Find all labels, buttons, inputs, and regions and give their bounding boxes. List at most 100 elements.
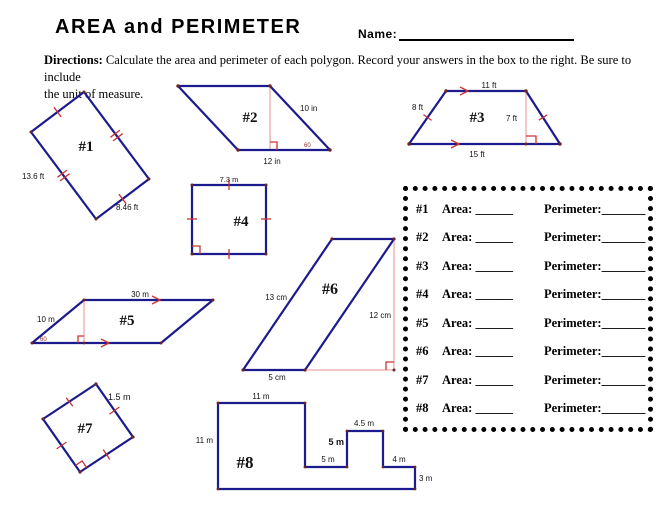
- answer-row-3: #3 Area: ______ Perimeter:_______: [416, 258, 645, 274]
- shape-8-outline: [216, 401, 417, 491]
- name-field-row: Name:: [358, 27, 575, 41]
- shape-7: #7 1.5 m: [41, 382, 135, 474]
- shape-4-tick-marks: [187, 180, 271, 259]
- directions-line1: Calculate the area and perimeter of each…: [44, 53, 632, 84]
- shape-1-number: #1: [79, 139, 94, 155]
- answer-row-5-perimeter-blank[interactable]: _______: [601, 315, 646, 330]
- shape-5-top-label: 30 m: [131, 290, 149, 299]
- shape-1-side-short-label: 8.46 ft: [116, 203, 139, 212]
- directions-text: Directions: Calculate the area and perim…: [44, 52, 644, 103]
- answer-row-8-perimeter-blank[interactable]: _______: [601, 401, 646, 416]
- answer-row-7-perimeter: Perimeter:_______: [544, 372, 646, 387]
- answer-row-6: #6 Area: ______ Perimeter:_______: [416, 344, 645, 359]
- shape-2-angle-label: 60: [304, 143, 311, 149]
- shape-3: #3 11 ft 8 ft 7 ft 15 ft: [407, 81, 562, 159]
- answer-row-2: #2 Area: ______ Perimeter:_______: [416, 230, 645, 245]
- shape-4-right-angle-mark: [192, 245, 201, 254]
- answer-row-5: #5 Area: ______ Perimeter:_______: [416, 315, 645, 331]
- shape-3-right-angle-mark: [526, 135, 537, 144]
- shape-4-outline: [190, 183, 268, 256]
- shape-5-side-label: 10 m: [37, 315, 55, 324]
- answer-row-6-perimeter-blank[interactable]: _______: [601, 344, 646, 359]
- name-blank-line[interactable]: [399, 28, 575, 41]
- answer-row-1-perimeter-blank[interactable]: _______: [601, 201, 646, 216]
- shape-3-base-label: 15 ft: [469, 150, 485, 159]
- shape-6-vertex-dots: [241, 237, 396, 372]
- shape-5-right-angle-mark: [77, 335, 84, 343]
- shape-1-outline: [29, 90, 151, 221]
- shape-5-number: #5: [120, 313, 135, 329]
- shape-4-vertex-dots: [190, 183, 268, 256]
- shape-1-tick-marks: [53, 106, 127, 205]
- shape-7-right-angle-mark: [75, 460, 88, 468]
- answer-row-1: #1 Area: ______ Perimeter:_______: [416, 201, 645, 217]
- answer-row-6-area-blank[interactable]: ______: [475, 344, 513, 359]
- answer-row-7-area: Area: ______: [442, 372, 513, 387]
- answer-row-2-perimeter: Perimeter:_______: [544, 230, 646, 245]
- shape-3-parallel-arrows: [450, 86, 470, 149]
- shape-5-angle-label: 60: [40, 337, 47, 343]
- answer-row-1-area-blank[interactable]: ______: [475, 201, 513, 216]
- name-label: Name:: [358, 27, 398, 41]
- directions-line2: the unit of measure.: [44, 86, 144, 101]
- shape-8-tower-top-label: 4.5 m: [354, 419, 374, 428]
- shape-2-number: #2: [243, 110, 258, 126]
- answer-row-5-area: Area: ______: [442, 315, 513, 330]
- answer-row-7-perimeter-blank[interactable]: _______: [601, 372, 646, 387]
- shape-5-vertex-dots: [30, 298, 215, 345]
- answer-row-6-num: #6: [416, 344, 429, 359]
- answer-row-3-area: Area: ______: [442, 258, 513, 273]
- answer-row-8-perimeter: Perimeter:_______: [544, 401, 646, 416]
- answer-row-4-perimeter-blank[interactable]: _______: [601, 287, 646, 302]
- shape-3-vertex-dots: [407, 89, 562, 146]
- answer-row-5-perimeter: Perimeter:_______: [544, 315, 646, 330]
- worksheet-title: AREA and PERIMETER: [55, 16, 302, 38]
- shape-6-right-angle-mark: [385, 361, 394, 370]
- shape-2-base-label: 12 in: [263, 157, 280, 166]
- shape-8-top-label: 11 m: [252, 392, 270, 401]
- shape-6-slant-label: 13 cm: [265, 293, 287, 302]
- shape-8-tower-left-label: 5 m: [328, 437, 344, 447]
- answer-row-5-area-blank[interactable]: ______: [475, 315, 513, 330]
- answer-row-7-area-blank[interactable]: ______: [475, 372, 513, 387]
- shape-8-right-h-label: 4 m: [392, 455, 406, 464]
- shape-2-right-angle-mark: [270, 141, 278, 150]
- shape-8-right-v-label: 3 m: [419, 474, 433, 483]
- shape-7-number: #7: [78, 421, 94, 437]
- answer-row-3-perimeter-blank[interactable]: _______: [601, 258, 646, 273]
- shape-7-vertex-dots: [41, 382, 135, 474]
- answer-row-4-perimeter: Perimeter:_______: [544, 287, 646, 302]
- shape-6-outline: [241, 237, 396, 372]
- answer-row-2-area-blank[interactable]: ______: [475, 230, 513, 245]
- answer-row-3-num: #3: [416, 258, 429, 273]
- answer-box: #1 Area: ______ Perimeter:_______ #2 Are…: [403, 186, 653, 432]
- shape-1: #1 13.6 ft 8.46 ft: [22, 90, 151, 221]
- answer-row-3-area-blank[interactable]: ______: [475, 258, 513, 273]
- answer-row-4-area-blank[interactable]: ______: [475, 287, 513, 302]
- shape-8-vertex-dots: [216, 401, 417, 491]
- shape-2: #2 10 in 12 in 60: [176, 84, 332, 166]
- answer-row-4-area: Area: ______: [442, 287, 513, 302]
- shape-3-left-label: 8 ft: [412, 103, 424, 112]
- shape-2-vertex-dots: [176, 84, 332, 152]
- shape-7-tick-marks: [56, 397, 120, 460]
- answer-row-5-num: #5: [416, 315, 429, 330]
- shape-4-number: #4: [234, 214, 250, 230]
- answer-row-8-num: #8: [416, 401, 429, 416]
- shape-3-tick-marks: [423, 114, 548, 121]
- shape-6-height-label: 12 cm: [369, 311, 391, 320]
- shape-6-construction-lines: [307, 241, 395, 371]
- shape-1-vertex-dots: [29, 90, 151, 221]
- answer-row-7-num: #7: [416, 372, 429, 387]
- directions-label: Directions:: [44, 53, 103, 67]
- answer-row-4: #4 Area: ______ Perimeter:_______: [416, 287, 645, 302]
- shape-3-height-label: 7 ft: [506, 114, 518, 123]
- answer-row-2-perimeter-blank[interactable]: _______: [601, 230, 646, 245]
- shape-3-number: #3: [470, 110, 485, 126]
- shape-3-outline: [407, 89, 562, 146]
- answer-row-8-area-blank[interactable]: ______: [475, 401, 513, 416]
- answer-row-6-perimeter: Perimeter:_______: [544, 344, 646, 359]
- answer-row-1-num: #1: [416, 201, 429, 216]
- shape-7-side-label: 1.5 m: [108, 392, 131, 402]
- answer-row-1-perimeter: Perimeter:_______: [544, 201, 646, 216]
